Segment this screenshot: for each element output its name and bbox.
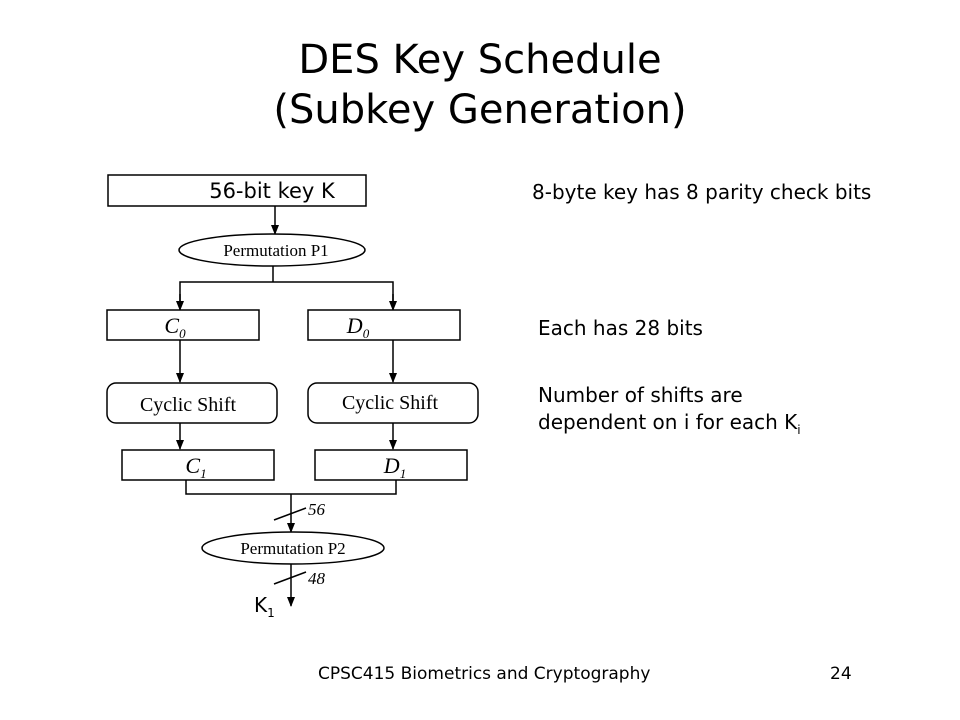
bus-slash-48 (273, 571, 307, 585)
merge-connector (185, 480, 397, 495)
permutation-p2-node (201, 531, 385, 565)
bit-count-48: 48 (308, 569, 326, 588)
note-parity-bits: 8-byte key has 8 parity check bits (532, 180, 872, 204)
c1-label: C1 (185, 453, 206, 481)
key-box (107, 174, 367, 207)
bus-slash-56 (273, 507, 307, 521)
c1-box (121, 449, 275, 481)
permutation-p2-label: Permutation P2 (240, 539, 345, 558)
d0-box (307, 309, 461, 341)
note-shifts-line-1: Number of shifts are (538, 383, 743, 407)
d0-label: D0 (346, 313, 370, 341)
cyclic-shift-right-label: Cyclic Shift (342, 392, 439, 414)
note-28-bits: Each has 28 bits (538, 316, 703, 340)
output-k1-label: K1 (254, 593, 275, 620)
permutation-p1-label: Permutation P1 (223, 241, 328, 260)
footer-course-title: CPSC415 Biometrics and Cryptography (318, 664, 651, 684)
split-connector (179, 281, 394, 308)
note-shifts-line-2: dependent on i for each Ki (538, 408, 801, 444)
note-shifts-line-2-text: dependent on i for each K (538, 410, 798, 434)
d1-label: D1 (383, 453, 406, 481)
footer-page-number: 24 (830, 664, 852, 684)
bit-count-56: 56 (308, 500, 326, 519)
cyclic-shift-left-label: Cyclic Shift (140, 394, 237, 416)
permutation-p1-node (178, 233, 366, 267)
c0-box (106, 309, 260, 341)
d1-box (314, 449, 468, 481)
cyclic-shift-left-box (106, 382, 278, 424)
slide-title-line-2: (Subkey Generation) (273, 87, 687, 133)
slide-title-line-1: DES Key Schedule (298, 37, 662, 83)
note-shifts-subscript: i (797, 423, 801, 437)
c0-label: C0 (164, 313, 186, 341)
key-box-label: 56-bit key K (209, 179, 336, 203)
